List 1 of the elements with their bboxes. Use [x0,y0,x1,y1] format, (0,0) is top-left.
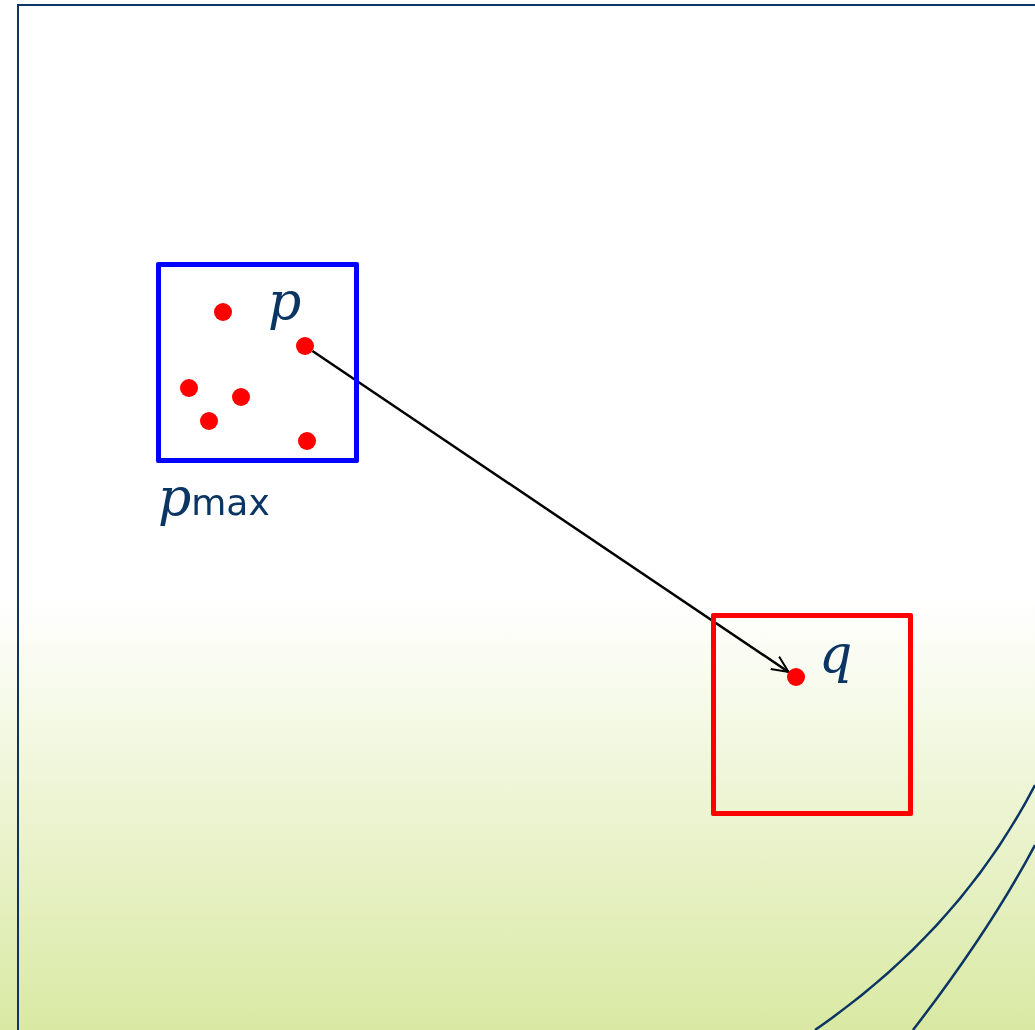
arrow [311,350,790,673]
